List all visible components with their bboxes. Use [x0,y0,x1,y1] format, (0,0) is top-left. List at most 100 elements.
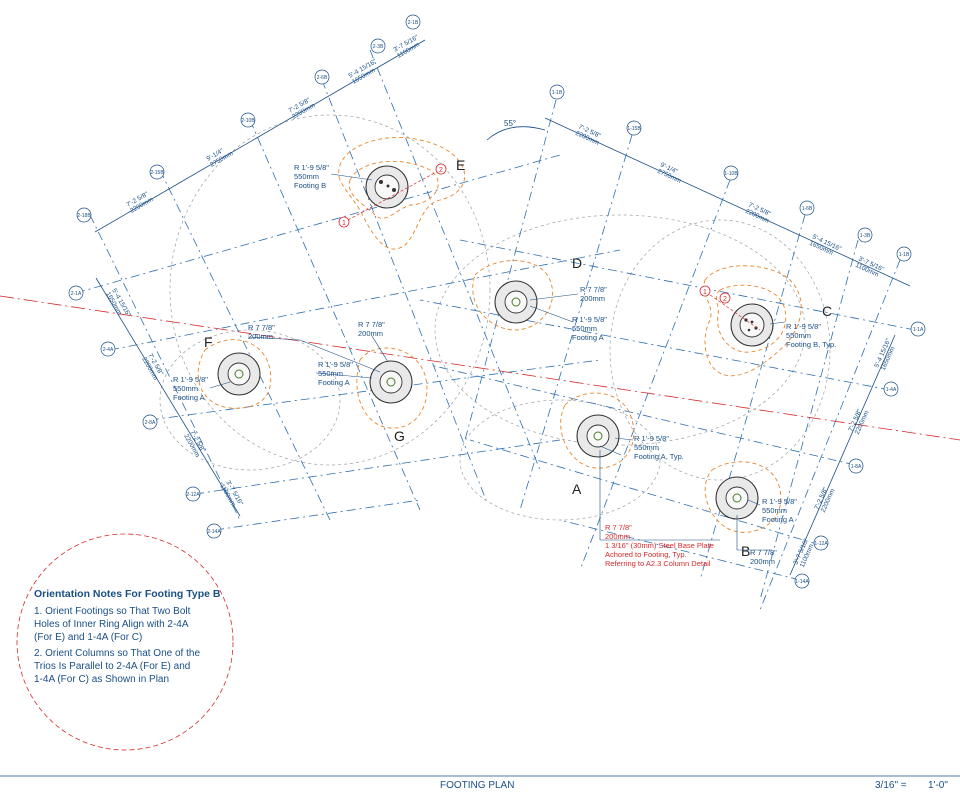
footing-c [730,303,774,347]
svg-text:1-1B: 1-1B [552,90,563,96]
svg-text:Trios Is Parallel to 2-4A (For: Trios Is Parallel to 2-4A (For E) and [34,661,190,672]
orientation-markers: 1 2 1 2 [338,163,761,331]
svg-text:1. Orient Footings so That Two: 1. Orient Footings so That Two Bolt [34,606,191,617]
dim-right-top-4: 5'-4 15/16"1650mm [808,233,843,256]
grid-bubble: 2-12A [185,486,201,502]
svg-text:2-1B: 2-1B [408,20,419,26]
notes-heading: Orientation Notes For Footing Type B [34,588,221,600]
marker-1: 1 [699,285,711,297]
dim-left-side-4: 3'-7 5/16"1100mm [218,480,244,508]
svg-text:R 1'-9 5/8": R 1'-9 5/8" [294,163,329,172]
svg-text:1-12A: 1-12A [814,541,828,547]
grid-lines-right [419,99,916,611]
svg-text:2-15B: 2-15B [150,170,164,176]
svg-text:Footing A: Footing A [173,393,205,402]
grid-lines-left [75,49,621,531]
marker-2: 2 [435,163,447,175]
svg-text:1 3/16" (30mm) Steel Base Plat: 1 3/16" (30mm) Steel Base Plate [605,541,714,550]
svg-text:550mm: 550mm [294,172,319,181]
note-2: 2. Orient Columns so That One of the Tri… [34,648,200,685]
footing-letter-e: E [456,157,465,173]
callout-leaders [209,173,786,551]
grid-bubble: 1-1A [910,321,926,337]
dim-right-top-2: 9'-1/4"2750mm [656,161,682,184]
callout-footing-b-radius: R 7 7/8"200mm [750,548,777,566]
grid-bubbles-right: 1-1B 1-15B 1-10B 1-6B 1-3B 1-1B 1-1A 1-4… [549,84,926,589]
svg-text:Referring to A2.3 Column Detai: Referring to A2.3 Column Detail [605,559,711,568]
svg-text:550mm: 550mm [762,506,787,515]
dim-right-side-3: 7'-2 5/8"2200mm [813,486,836,514]
svg-text:Footing B: Footing B [294,181,326,190]
footing-letter-f: F [204,334,213,350]
svg-text:200mm: 200mm [580,294,605,303]
svg-text:200mm: 200mm [248,332,273,341]
svg-text:200mm: 200mm [605,532,630,541]
svg-text:R 1'-9 5/8": R 1'-9 5/8" [173,375,208,384]
footing-letter-a: A [572,481,582,497]
grid-bubble: 1-10B [723,165,739,181]
grid-bubble: 2-8A [142,414,158,430]
svg-text:R 7 7/8": R 7 7/8" [358,320,385,329]
svg-text:2-1A: 2-1A [71,291,82,297]
dim-right-side-2: 7'-2 5/8"2200mm [847,408,870,436]
footing-f [217,352,261,396]
svg-text:1-15B: 1-15B [627,126,641,132]
svg-text:Achored to Footing, Typ.: Achored to Footing, Typ. [605,550,687,559]
grid-bubble: 1-3B [857,227,873,243]
canopy-outline [169,114,491,466]
svg-text:Footing B, Typ.: Footing B, Typ. [786,340,836,349]
svg-text:(For E) and 1-4A (For C): (For E) and 1-4A (For C) [34,632,142,643]
dim-left-top-2: 9'-1/4"2750mm [206,147,235,169]
svg-text:1: 1 [703,289,707,296]
svg-text:2-4A: 2-4A [103,347,114,353]
canopy-outline [159,329,341,471]
svg-text:2-8A: 2-8A [145,420,156,426]
marker-1: 1 [338,216,350,228]
grid-bubble: 1-15B [626,120,642,136]
angle-label: 55° [504,119,516,128]
svg-text:550mm: 550mm [634,443,659,452]
svg-text:2-14A: 2-14A [207,529,221,535]
base-plate-note: R 7 7/8" 200mm 1 3/16" (30mm) Steel Base… [605,523,714,568]
svg-text:Footing A: Footing A [762,515,794,524]
svg-text:R 7 7/8": R 7 7/8" [580,285,607,294]
dimension-lines [94,39,911,576]
svg-text:1-4A (For C) as Shown in Plan: 1-4A (For C) as Shown in Plan [34,674,169,685]
scale-left: 3/16" = [875,780,907,791]
callout-footing-f-radius: R 7 7/8"200mm [248,323,275,341]
svg-text:1-1B: 1-1B [899,252,910,258]
canopy-outline [609,219,831,481]
svg-text:1-10B: 1-10B [724,171,738,177]
svg-text:R 1'-9 5/8": R 1'-9 5/8" [786,322,821,331]
svg-text:550mm: 550mm [173,384,198,393]
svg-text:1-4A: 1-4A [886,387,897,393]
svg-text:1-3B: 1-3B [860,233,871,239]
plan-title: FOOTING PLAN [440,780,514,791]
svg-text:1: 1 [342,220,346,227]
grid-bubble: 2-3B [370,38,386,54]
dim-right-top-1: 7'-2 5/8"2200mm [574,123,602,146]
svg-text:R 1'-9 5/8": R 1'-9 5/8" [572,315,607,324]
dim-right-top-5: 3'-7 5/16"1100mm [854,255,885,278]
footing-letter-g: G [394,428,405,444]
grid-bubble: 1-6B [799,200,815,216]
svg-text:1-6B: 1-6B [802,206,813,212]
svg-text:R 7 7/8": R 7 7/8" [605,523,632,532]
svg-text:550mm: 550mm [786,331,811,340]
svg-text:2: 2 [439,167,443,174]
canopy-outline [459,399,661,521]
svg-text:2-6B: 2-6B [317,75,328,81]
callout-footing-g-radius: R 7 7/8"200mm [358,320,385,338]
svg-text:R 7 7/8": R 7 7/8" [248,323,275,332]
marker-2: 2 [719,292,731,304]
dim-left-side-3: 7'-2 5/8"2200mm [182,430,206,459]
footing-letter-d: D [572,255,582,271]
footing-g [369,360,413,404]
grid-bubble: 1-14A [794,573,810,589]
canopy-outline [434,214,806,446]
footing-e [365,165,409,209]
